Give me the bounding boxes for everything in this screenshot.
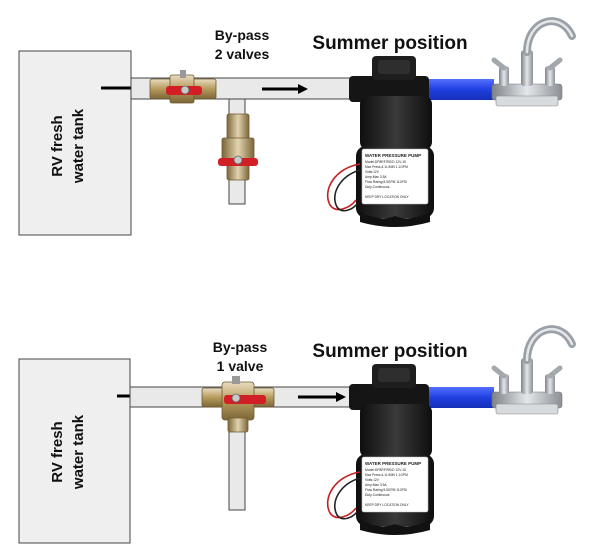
water-tank bbox=[18, 358, 131, 544]
svg-text:Duty:Continuous: Duty:Continuous bbox=[365, 185, 390, 189]
bypass-label-line1: By-pass bbox=[213, 339, 268, 355]
outlet-line bbox=[426, 79, 494, 100]
svg-text:WATER PRESSURE PUMP: WATER PRESSURE PUMP bbox=[365, 461, 421, 466]
bypass-label-line2: 1 valve bbox=[217, 358, 264, 374]
flow-arrow-pipe bbox=[298, 392, 346, 402]
svg-text:Amp:Max 3.5A: Amp:Max 3.5A bbox=[365, 483, 387, 487]
tank-label-line1: RV fresh bbox=[49, 115, 66, 176]
svg-text:KEEP DRY LOCATION ONLY: KEEP DRY LOCATION ONLY bbox=[365, 195, 409, 199]
svg-text:Volts:12V: Volts:12V bbox=[365, 478, 380, 482]
diagram-title: Summer position bbox=[312, 341, 467, 362]
bypass-valve-branch bbox=[218, 113, 258, 181]
water-pump: WATER PRESSURE PUMP Model:DP8RF/RS/D 12V… bbox=[326, 364, 434, 535]
svg-text:Model:DP8RF/RS/D 12V-15: Model:DP8RF/RS/D 12V-15 bbox=[365, 468, 406, 472]
outlet-line bbox=[426, 387, 494, 408]
svg-text:Flow Rating:5.5GPM 110PSI: Flow Rating:5.5GPM 110PSI bbox=[365, 180, 407, 184]
three-way-bypass-valve bbox=[201, 376, 275, 433]
tank-label-line2: water tank bbox=[70, 108, 87, 184]
faucet bbox=[491, 325, 576, 415]
water-pump: WATER PRESSURE PUMP Model:DP8RF/RS/D 12V… bbox=[326, 56, 434, 227]
bypass-valve-inline bbox=[149, 70, 217, 104]
svg-text:Max Press:4.1L/MIN 1.1GPM: Max Press:4.1L/MIN 1.1GPM bbox=[365, 473, 408, 477]
bypass-label-line2: 2 valves bbox=[215, 46, 270, 62]
diagram-one-valve: RV fresh water tank By-pass 1 valve Summ… bbox=[18, 325, 576, 544]
tank-label-line2: water tank bbox=[70, 414, 87, 490]
tank-label-line1: RV fresh bbox=[49, 421, 66, 482]
svg-text:Volts:12V: Volts:12V bbox=[365, 170, 380, 174]
svg-text:Duty:Continuous: Duty:Continuous bbox=[365, 493, 390, 497]
svg-text:Model:DP8RF/RS/D 12V-15: Model:DP8RF/RS/D 12V-15 bbox=[365, 160, 406, 164]
faucet bbox=[491, 17, 576, 107]
water-tank bbox=[18, 50, 132, 236]
svg-text:Flow Rating:5.5GPM 110PSI: Flow Rating:5.5GPM 110PSI bbox=[365, 488, 407, 492]
diagram-title: Summer position bbox=[312, 33, 467, 54]
svg-text:KEEP DRY LOCATION ONLY: KEEP DRY LOCATION ONLY bbox=[365, 503, 409, 507]
diagram-two-valves: RV fresh water tank bbox=[18, 17, 576, 236]
svg-text:Amp:Max 3.5A: Amp:Max 3.5A bbox=[365, 175, 387, 179]
svg-text:WATER PRESSURE PUMP: WATER PRESSURE PUMP bbox=[365, 153, 421, 158]
svg-text:Max Press:4.1L/MIN 1.1GPM: Max Press:4.1L/MIN 1.1GPM bbox=[365, 165, 408, 169]
bypass-label-line1: By-pass bbox=[215, 27, 270, 43]
flow-arrow-pipe bbox=[262, 84, 308, 94]
